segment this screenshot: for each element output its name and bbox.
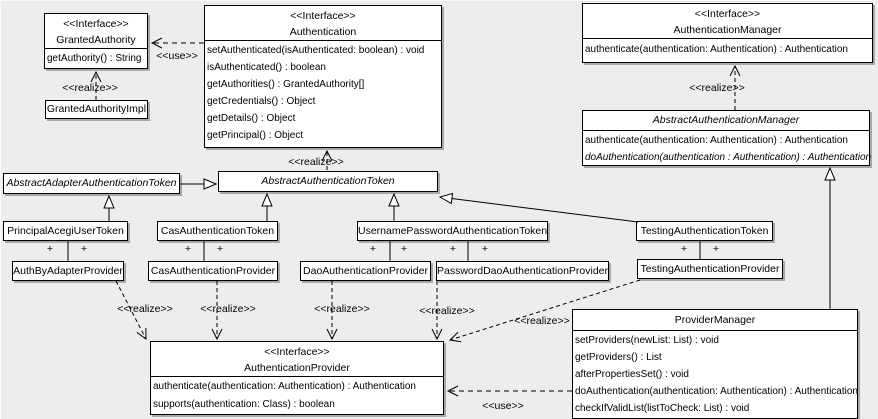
multiplicity-label: + (47, 243, 53, 255)
generalization-edge-testing-token (438, 192, 639, 223)
class-method: setProviders(newList: List) : void (575, 335, 719, 346)
multiplicity-label: + (185, 243, 191, 255)
class-stereotype: <<Interface>> (694, 8, 761, 20)
class-provider-manager: ProviderManager setProviders(newList: Li… (572, 309, 858, 419)
realize-edge-authbyadapterprovider (115, 280, 147, 340)
class-header: <<Interface>> AuthenticationManager (583, 4, 872, 39)
class-method: getCredentials() : Object (207, 96, 316, 107)
class-name: AbstractAdapterAuthenticationToken (6, 177, 177, 189)
class-method: getDetails() : Object (207, 113, 296, 124)
class-method: getAuthorities() : GrantedAuthority[] (207, 79, 365, 90)
class-granted-authority: <<Interface>> GrantedAuthority getAuthor… (44, 13, 148, 69)
class-name: AbstractAuthenticationToken (261, 175, 395, 187)
multiplicity-label: + (401, 243, 407, 255)
class-authentication-manager: <<Interface>> AuthenticationManager auth… (582, 3, 873, 63)
class-method: authenticate(authentication: Authenticat… (153, 381, 416, 392)
multiplicity-label: + (450, 243, 456, 255)
class-name: Authentication (289, 26, 357, 38)
class-method: doAuthentication(authentication : Authen… (585, 152, 872, 163)
class-name: GrantedAuthority (56, 34, 136, 46)
class-header: ProviderManager (573, 310, 857, 331)
class-method: afterPropertiesSet() : void (575, 369, 689, 380)
class-testing-authentication-token: TestingAuthenticationToken (636, 221, 773, 241)
class-method: setAuthenticated(isAuthenticated: boolea… (207, 45, 425, 56)
class-cas-authentication-provider: CasAuthenticationProvider (148, 261, 278, 281)
class-header: <<Interface>> AuthenticationProvider (151, 342, 443, 377)
class-name: AuthenticationProvider (244, 362, 350, 374)
class-granted-authority-impl: GrantedAuthorityImpl (45, 100, 148, 119)
class-name: PasswordDaoAuthenticationProvider (437, 265, 609, 277)
class-name: AuthenticationManager (673, 24, 782, 36)
class-cas-authentication-token: CasAuthenticationToken (157, 221, 278, 241)
class-method: isAuthenticated() : boolean (207, 62, 326, 73)
class-method: authenticate(authentication: Authenticat… (585, 135, 848, 146)
class-method: checkIfValidList(listToCheck: List) : vo… (575, 403, 750, 414)
class-authentication: <<Interface>> Authentication setAuthenti… (204, 5, 442, 148)
class-method: getPrincipal() : Object (207, 130, 304, 141)
class-name: GrantedAuthorityImpl (46, 103, 147, 115)
class-method: supports(authentication: Class) : boolea… (153, 399, 335, 410)
multiplicity-label: + (217, 243, 223, 255)
class-username-password-authentication-token: UsernamePasswordAuthenticationToken (357, 221, 548, 241)
class-authentication-provider: <<Interface>> AuthenticationProvider aut… (150, 341, 444, 415)
class-name: TestingAuthenticationProvider (640, 263, 780, 275)
class-abstract-authentication-manager: AbstractAuthenticationManager authentica… (582, 110, 872, 166)
class-header: AbstractAuthenticationManager (583, 111, 869, 131)
multiplicity-label: + (681, 243, 687, 255)
class-method: getAuthority() : String (47, 53, 142, 64)
edge-label-realize: <<realize>> (62, 82, 117, 94)
class-password-dao-authentication-provider: PasswordDaoAuthenticationProvider (436, 261, 609, 281)
class-header: <<Interface>> GrantedAuthority (45, 14, 147, 49)
edge-label-use: <<use>> (156, 50, 197, 62)
edge-label-realize: <<realize>> (689, 82, 744, 94)
edge-label-realize: <<realize>> (514, 315, 569, 327)
class-abstract-authentication-token: AbstractAuthenticationToken (218, 171, 438, 192)
class-name: TestingAuthenticationToken (640, 225, 769, 237)
edge-label-realize: <<realize>> (314, 303, 369, 315)
edge-label-use: <<use>> (482, 400, 523, 412)
class-name: DaoAuthenticationProvider (303, 265, 428, 277)
class-method: doAuthentication(authentication: Authent… (575, 386, 858, 397)
class-stereotype: <<Interface>> (63, 18, 129, 30)
class-testing-authentication-provider: TestingAuthenticationProvider (637, 259, 783, 279)
class-method: authenticate(authentication: Authenticat… (585, 44, 848, 55)
edge-label-realize: <<realize>> (288, 156, 343, 168)
multiplicity-label: + (81, 243, 87, 255)
class-principal-acegi-user-token: PrincipalAcegiUserToken (3, 221, 128, 241)
class-stereotype: <<Interface>> (290, 10, 356, 22)
class-header: <<Interface>> Authentication (205, 6, 441, 41)
class-dao-authentication-provider: DaoAuthenticationProvider (300, 261, 431, 281)
class-name: PrincipalAcegiUserToken (7, 225, 124, 237)
class-abstract-adapter-authentication-token: AbstractAdapterAuthenticationToken (3, 173, 180, 194)
class-name: CasAuthenticationToken (160, 225, 275, 237)
edge-label-realize: <<realize>> (117, 303, 172, 315)
multiplicity-label: + (482, 243, 488, 255)
class-auth-by-adapter-provider: AuthByAdapterProvider (12, 261, 124, 281)
class-method: getProviders() : List (575, 352, 662, 363)
class-name: CasAuthenticationProvider (150, 265, 276, 277)
edge-label-realize: <<realize>> (419, 305, 474, 317)
class-name: AuthByAdapterProvider (13, 265, 123, 277)
multiplicity-label: + (713, 243, 719, 255)
class-stereotype: <<Interface>> (264, 346, 330, 358)
class-name: ProviderManager (674, 314, 756, 326)
multiplicity-label: + (370, 243, 376, 255)
class-name: AbstractAuthenticationManager (652, 114, 800, 126)
class-name: UsernamePasswordAuthenticationToken (358, 225, 548, 237)
edge-label-realize: <<realize>> (200, 303, 255, 315)
